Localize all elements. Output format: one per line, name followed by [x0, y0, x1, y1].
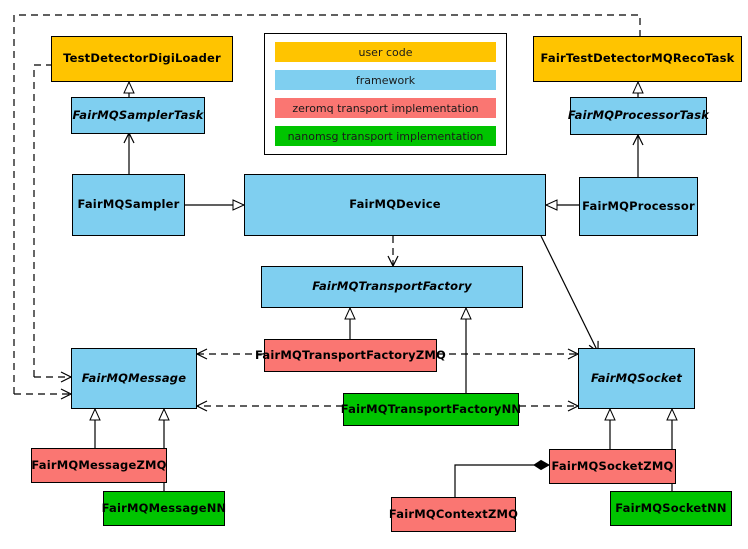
class-node-fairmqmessagezmq[interactable]: FairMQMessageZMQ [31, 448, 167, 483]
class-node-fairmqsocketnn[interactable]: FairMQSocketNN [610, 491, 732, 526]
legend-item-user-code: user code [275, 42, 496, 62]
class-node-fairmqmessagenn[interactable]: FairMQMessageNN [102, 491, 226, 526]
class-node-fairmqtransportfactoryzmq[interactable]: FairMQTransportFactoryZMQ [255, 339, 446, 372]
class-node-fairtestdetectormqrecotask[interactable]: FairTestDetectorMQRecoTask [533, 36, 742, 82]
class-node-fairmqsampler[interactable]: FairMQSampler [72, 174, 185, 236]
legend: user code framework zeromq transport imp… [264, 33, 507, 155]
class-node-fairmqprocessor[interactable]: FairMQProcessor [579, 177, 698, 236]
legend-item-zeromq: zeromq transport implementation [275, 98, 496, 118]
class-node-fairmqprocessortask[interactable]: FairMQProcessorTask [568, 97, 709, 135]
class-node-fairmqmessage[interactable]: FairMQMessage [71, 348, 197, 409]
class-node-fairmqsocketzmq[interactable]: FairMQSocketZMQ [549, 449, 676, 484]
class-node-testdetectordigiloader[interactable]: TestDetectorDigiLoader [51, 36, 233, 82]
legend-item-nanomsg: nanomsg transport implementation [275, 126, 496, 146]
class-node-fairmqsocket[interactable]: FairMQSocket [578, 348, 695, 409]
class-node-fairmqtransportfactory[interactable]: FairMQTransportFactory [261, 266, 523, 308]
class-node-fairmqcontextzmq[interactable]: FairMQContextZMQ [389, 497, 518, 532]
class-node-fairmqdevice[interactable]: FairMQDevice [244, 174, 546, 236]
class-node-fairmqtransportfactorynn[interactable]: FairMQTransportFactoryNN [341, 393, 521, 426]
class-node-fairmqsamplertask[interactable]: FairMQSamplerTask [71, 97, 205, 134]
legend-item-framework: framework [275, 70, 496, 90]
